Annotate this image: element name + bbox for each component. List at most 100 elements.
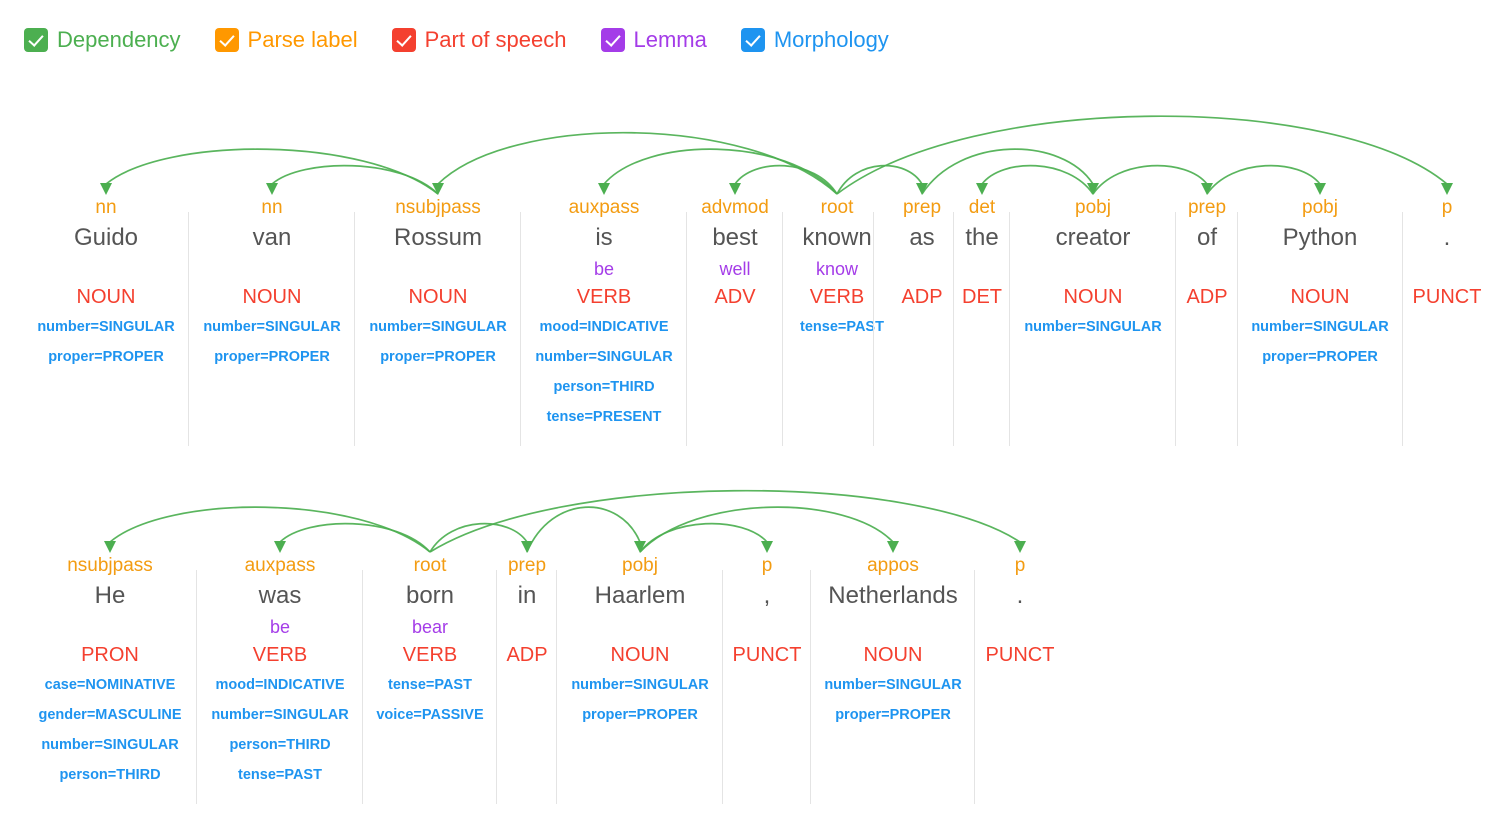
checkbox-checked-icon[interactable]: [214, 28, 239, 52]
column-divider: [188, 212, 189, 446]
token-lemma: bear: [411, 617, 449, 637]
morphology-feature: proper=PROPER: [582, 707, 698, 723]
legend-label: Part of speech: [424, 27, 567, 52]
dependency-arc: [279, 522, 431, 553]
part-of-speech: PRON: [81, 644, 139, 666]
token-word: ,: [763, 582, 771, 609]
token-column[interactable]: p.PUNCT: [1404, 196, 1490, 446]
part-of-speech: PUNCT: [732, 644, 802, 666]
dependency-arc: [429, 522, 528, 553]
dependency-arc: [109, 506, 431, 553]
dependency-arrowhead: [521, 541, 533, 553]
morphology-feature: mood=INDICATIVE: [215, 677, 345, 693]
token-column[interactable]: p,PUNCT: [723, 554, 811, 804]
dependency-arrowhead: [104, 541, 116, 553]
token-lemma: well: [719, 259, 751, 279]
legend-label: Lemma: [633, 27, 707, 52]
token-column[interactable]: p.PUNCT: [975, 554, 1065, 804]
lemma-spacer: [497, 614, 557, 640]
part-of-speech: NOUN: [408, 286, 468, 308]
checkbox-checked-icon[interactable]: [391, 28, 416, 52]
morphology-feature: tense=PAST: [800, 319, 884, 335]
parse-label: pobj: [1075, 197, 1111, 218]
legend-label: Parse label: [247, 27, 358, 52]
parse-label: prep: [1187, 197, 1227, 218]
parse-label: nn: [261, 197, 283, 218]
lemma-spacer: [23, 614, 197, 640]
dependency-arc: [734, 164, 838, 195]
lemma-spacer: [811, 614, 975, 640]
checkbox-checked-icon[interactable]: [24, 28, 48, 52]
legend-toggle-morphology[interactable]: Morphology: [740, 28, 889, 52]
morphology-feature: person=THIRD: [59, 767, 161, 783]
dependency-arc: [836, 115, 1448, 195]
token-word: the: [965, 224, 999, 251]
dependency-arc: [105, 148, 439, 195]
legend-toggle-part-of-speech[interactable]: Part of speech: [391, 27, 567, 52]
lemma-spacer: [890, 256, 954, 282]
morphology-feature: proper=PROPER: [214, 349, 330, 365]
part-of-speech: NOUN: [1063, 286, 1123, 308]
parse-label: p: [1441, 197, 1453, 218]
legend-toggle-parse-label[interactable]: Parse label: [214, 27, 358, 52]
token-word: .: [1016, 582, 1024, 609]
legend-toggle-dependency[interactable]: Dependency: [24, 28, 181, 52]
checkbox-checked-icon[interactable]: [740, 28, 765, 52]
morphology-feature: number=SINGULAR: [571, 677, 709, 693]
token-word: creator: [1055, 224, 1131, 251]
column-divider: [520, 212, 521, 446]
part-of-speech: PUNCT: [985, 644, 1055, 666]
part-of-speech: NOUN: [76, 286, 136, 308]
parse-label: prep: [507, 555, 547, 576]
dependency-arcs-2: [104, 489, 1026, 553]
legend-toggle-lemma[interactable]: Lemma: [600, 27, 707, 52]
token-word: as: [909, 224, 935, 251]
dependency-arc: [429, 489, 1021, 553]
part-of-speech: VERB: [252, 644, 308, 666]
dependency-arrowhead: [1441, 183, 1453, 195]
parse-label: det: [968, 197, 996, 218]
column-divider: [1009, 212, 1010, 446]
lemma-spacer: [23, 256, 189, 282]
token-word: Haarlem: [594, 582, 686, 609]
dependency-arc: [271, 164, 439, 195]
column-divider: [556, 570, 557, 804]
part-of-speech: VERB: [576, 286, 632, 308]
dependency-arc: [639, 522, 768, 553]
part-of-speech: NOUN: [610, 644, 670, 666]
dependency-arc: [526, 506, 641, 553]
column-divider: [1175, 212, 1176, 446]
token-word: was: [258, 582, 302, 609]
checkbox-checked-icon[interactable]: [600, 28, 625, 52]
column-divider: [496, 570, 497, 804]
lemma-spacer: [975, 614, 1065, 640]
token-word: is: [595, 224, 613, 251]
part-of-speech: ADP: [1186, 286, 1228, 308]
column-divider: [362, 570, 363, 804]
token-lemma: be: [593, 259, 615, 279]
parse-label: pobj: [1302, 197, 1338, 218]
morphology-feature: person=THIRD: [553, 379, 655, 395]
morphology-feature: mood=INDICATIVE: [539, 319, 669, 335]
dependency-arrowhead: [100, 183, 112, 195]
dependency-arc: [1092, 164, 1208, 195]
